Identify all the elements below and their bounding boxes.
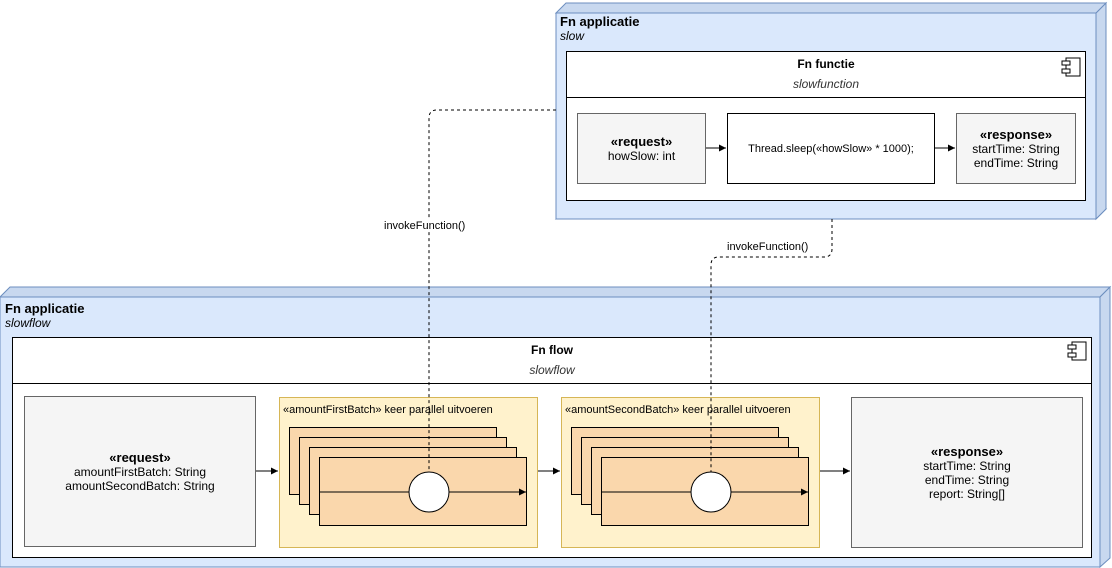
second-batch-label: «amountSecondBatch» keer parallel uitvoe… bbox=[565, 404, 791, 416]
fn-flow-subtitle: slowflow bbox=[529, 363, 575, 377]
response-field: startTime: String bbox=[972, 141, 1060, 156]
bottom-app-title: Fn applicatie bbox=[5, 301, 85, 316]
invoke-node-2 bbox=[690, 471, 732, 513]
function-code-box: Thread.sleep(«howSlow» * 1000); bbox=[727, 113, 935, 184]
response-field: report: String[] bbox=[928, 486, 1006, 501]
fn-functie-name: Fn functie bbox=[797, 57, 855, 71]
component-icon bbox=[1067, 341, 1087, 361]
invoke-label-1: invokeFunction() bbox=[383, 220, 467, 232]
invoke-line-2 bbox=[710, 219, 833, 472]
invoke-label-2: invokeFunction() bbox=[726, 241, 810, 253]
code-text: Thread.sleep(«howSlow» * 1000); bbox=[748, 142, 914, 155]
fn-functie-subtitle: slowfunction bbox=[792, 77, 860, 91]
request-field: amountFirstBatch: String bbox=[73, 464, 207, 479]
function-request-box: «request» howSlow: int bbox=[577, 113, 706, 184]
flow-response-box: «response» startTime: String endTime: St… bbox=[851, 397, 1083, 548]
response-stereotype: «response» bbox=[930, 443, 1004, 459]
bottom-app-subtitle: slowflow bbox=[5, 316, 51, 330]
top-app-subtitle: slow bbox=[560, 29, 585, 43]
request-stereotype: «request» bbox=[610, 133, 673, 149]
request-stereotype: «request» bbox=[109, 449, 171, 465]
component-divider bbox=[567, 97, 1085, 98]
invoke-node-1 bbox=[408, 471, 450, 513]
flow-request-box: «request» amountFirstBatch: String amoun… bbox=[24, 396, 256, 547]
response-stereotype: «response» bbox=[979, 126, 1053, 142]
request-field: howSlow: int bbox=[607, 148, 676, 163]
function-response-box: «response» startTime: String endTime: St… bbox=[956, 113, 1076, 184]
response-field: startTime: String bbox=[923, 458, 1011, 473]
first-batch-label: «amountFirstBatch» keer parallel uitvoer… bbox=[283, 404, 493, 416]
component-icon bbox=[1061, 57, 1081, 77]
response-field: endTime: String bbox=[924, 472, 1010, 487]
fn-flow-name: Fn flow bbox=[531, 343, 573, 357]
response-field: endTime: String bbox=[973, 155, 1059, 170]
request-field: amountSecondBatch: String bbox=[65, 478, 215, 493]
invoke-line-1 bbox=[428, 109, 556, 472]
top-app-title: Fn applicatie bbox=[560, 14, 640, 29]
component-divider bbox=[13, 383, 1091, 384]
